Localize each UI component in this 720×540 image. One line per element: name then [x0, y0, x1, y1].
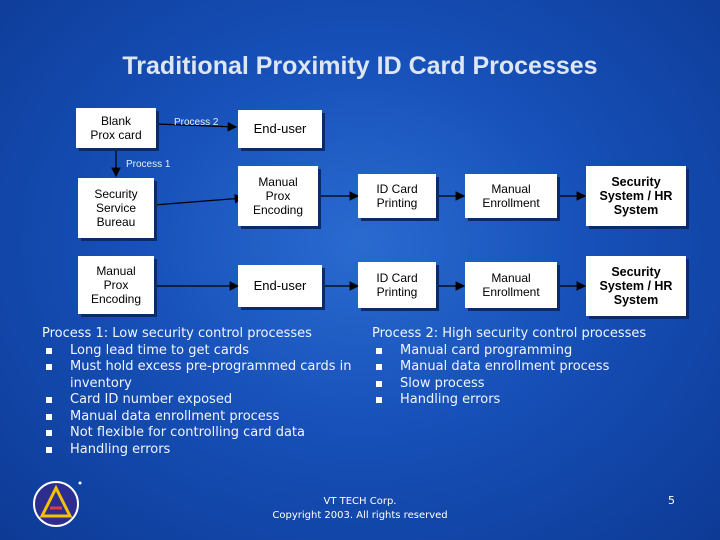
process1-notes: Process 1: Low security control processe… — [42, 326, 352, 458]
process1-item: Not flexible for controlling card data — [42, 425, 352, 442]
process1-item: Must hold excess pre-programmed cards in… — [42, 359, 352, 392]
process2-notes: Process 2: High security control process… — [372, 326, 702, 409]
box-id-card-printing-1: ID Card Printing — [358, 174, 436, 218]
label-process-1: Process 1 — [126, 159, 171, 170]
box-end-user-2: End-user — [238, 265, 322, 307]
box-manual-prox-encoding-2: Manual Prox Encoding — [78, 256, 154, 314]
page-number: 5 — [668, 494, 675, 507]
box-manual-prox-encoding-1: Manual Prox Encoding — [238, 166, 318, 226]
process1-item: Handling errors — [42, 442, 352, 459]
box-security-service-bureau: Security Service Bureau — [78, 178, 154, 238]
process2-item: Manual data enrollment process — [372, 359, 702, 376]
footer: VT TECH Corp. Copyright 2003. All rights… — [240, 495, 480, 523]
footer-company: VT TECH Corp. — [323, 496, 397, 507]
box-id-card-printing-2: ID Card Printing — [358, 262, 436, 308]
arrow-blank-to-enduser — [156, 121, 238, 132]
process2-heading: Process 2: High security control process… — [372, 326, 647, 341]
process2-item: Slow process — [372, 376, 702, 393]
process1-item: Long lead time to get cards — [42, 343, 352, 360]
box-security-system-1: Security System / HR System — [586, 166, 686, 226]
company-logo-icon — [33, 481, 82, 527]
box-security-system-2: Security System / HR System — [586, 256, 686, 316]
arrow-bureau-to-prox — [153, 193, 245, 206]
process2-item: Manual card programming — [372, 343, 702, 360]
box-end-user-top: End-user — [238, 110, 322, 148]
footer-copyright: Copyright 2003. All rights reserved — [272, 510, 448, 521]
box-manual-enrollment-1: Manual Enrollment — [465, 174, 557, 218]
process2-item: Handling errors — [372, 392, 702, 409]
process1-item: Card ID number exposed — [42, 392, 352, 409]
process1-item: Manual data enrollment process — [42, 409, 352, 426]
box-manual-enrollment-2: Manual Enrollment — [465, 262, 557, 308]
process1-heading: Process 1: Low security control processe… — [42, 326, 312, 341]
slide-title: Traditional Proximity ID Card Processes — [122, 52, 598, 80]
label-process-2: Process 2 — [174, 117, 219, 128]
box-blank-prox-card: Blank Prox card — [76, 108, 156, 148]
